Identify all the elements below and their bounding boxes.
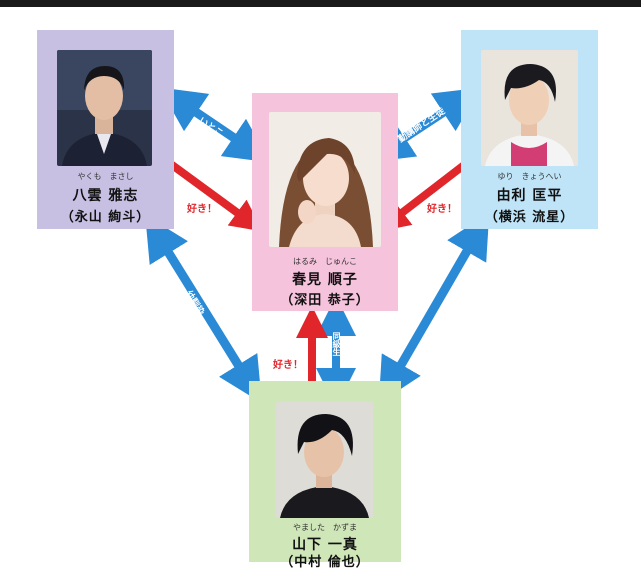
name-harumi: 春見 順子 [292,272,358,288]
portrait-photo-yakumo [57,50,152,166]
card-yamashita: やました かずま 山下 一真 （中村 倫也） [249,381,401,570]
arrow-yuri-harumi [367,87,481,163]
top-bar [0,0,641,7]
actor-yuri: （横浜 流星） [484,210,575,225]
arrow-like-yakumo [165,158,263,232]
arrow-like-yuri [377,158,471,232]
actor-harumi: （深田 恭子） [280,293,370,308]
ruby-yuri: ゆり きょうへい [497,172,562,181]
name-yamashita: 山下 一真 [292,537,358,553]
card-yuri: ゆり きょうへい 由利 匡平 （横浜 流星） [461,30,598,229]
portrait-photo-harumi [269,112,381,247]
ruby-yamashita: やました かずま [293,523,357,532]
arrow-yakumo-yamashita [145,214,262,404]
label-like-yakumo: 好き！ [187,204,217,215]
arrow-yakumo-harumi [159,87,271,163]
arrow-yuri-yamashita [378,212,490,404]
name-yakumo: 八雲 雅志 [72,188,139,204]
card-harumi: はるみ じゅんこ 春見 順子 （深田 恭子） [252,93,398,311]
card-yakumo: やくも まさし 八雲 雅志 （永山 絢斗） [37,30,174,229]
label-like-yuri: 好き！ [427,204,457,215]
ruby-harumi: はるみ じゅんこ [293,257,357,266]
portrait-photo-yamashita [276,402,373,518]
portrait-photo-yuri [481,50,578,166]
ruby-yakumo: やくも まさし [77,172,134,181]
actor-yakumo: （永山 絢斗） [60,210,151,225]
label-yamashita-harumi: 同級生 [332,332,341,356]
name-yuri: 由利 匡平 [496,188,563,204]
label-like-yamashita: 好き！ [273,360,303,371]
actor-yamashita: （中村 倫也） [280,555,370,570]
